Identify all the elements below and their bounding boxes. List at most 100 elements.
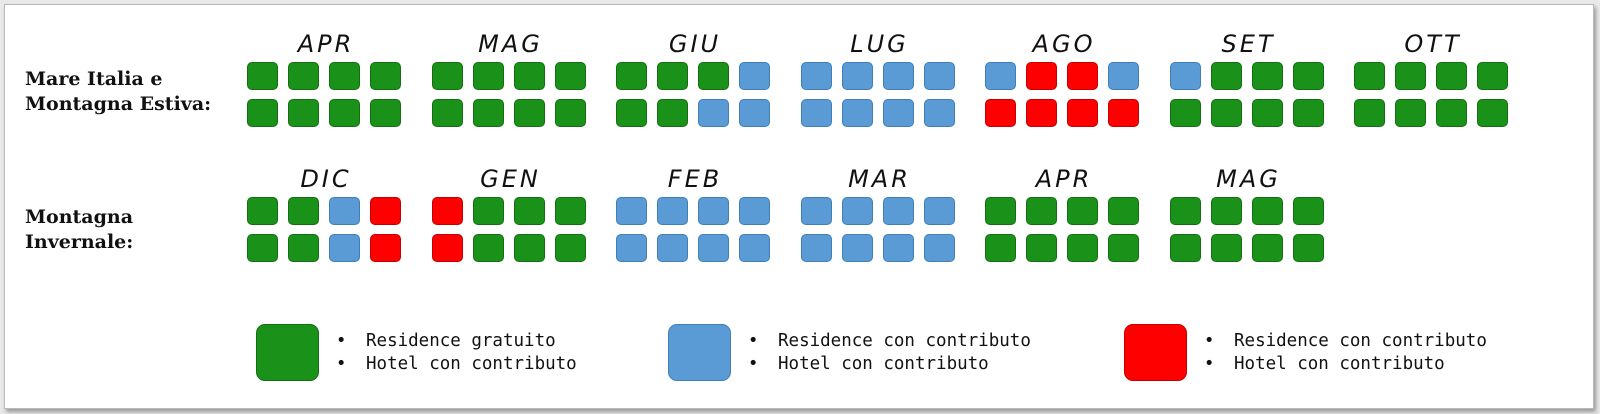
month-apr: APR	[247, 32, 407, 132]
week-cell-green	[1210, 99, 1242, 127]
week-cell-green	[247, 234, 278, 262]
week-cell-green	[554, 197, 586, 225]
week-cell-green	[513, 99, 545, 127]
week-cell-blue	[841, 197, 873, 225]
week-cell-green	[1251, 197, 1283, 225]
week-cell-green	[616, 62, 647, 90]
week-cell-blue	[923, 197, 955, 225]
legend-line: Residence con contributo	[1204, 330, 1487, 353]
week-cell-red	[1026, 62, 1057, 90]
month-label: FEB	[667, 165, 723, 193]
week-cell-green	[247, 62, 278, 90]
legend-text: Residence con contributo Hotel con contr…	[1204, 330, 1487, 376]
week-cell-green	[1067, 197, 1098, 225]
week-cell-green	[247, 99, 278, 127]
month-label: APR	[297, 30, 355, 58]
legend-swatch-blue	[668, 324, 731, 381]
week-cell-green	[1210, 62, 1242, 90]
week-cell-green	[1067, 234, 1098, 262]
week-cell-red	[1026, 99, 1057, 127]
week-cell-green	[1292, 197, 1324, 225]
week-cell-red	[431, 234, 463, 262]
week-cell-green	[1251, 62, 1283, 90]
week-cell-green	[288, 99, 319, 127]
month-label: MAG	[478, 30, 543, 58]
week-cell-green	[1210, 234, 1242, 262]
week-cell-blue	[698, 197, 729, 225]
week-cell-blue	[923, 99, 955, 127]
week-cell-blue	[329, 197, 360, 225]
week-cell-green	[985, 234, 1016, 262]
week-cell-green	[1169, 99, 1201, 127]
row-label-line: Invernale:	[25, 231, 134, 253]
week-cell-green	[431, 99, 463, 127]
week-cell-green	[1251, 99, 1283, 127]
month-lug: LUG	[800, 30, 961, 132]
week-cell-green	[554, 234, 586, 262]
week-cell-green	[1477, 62, 1508, 90]
week-cell-green	[616, 99, 647, 127]
week-cell-blue	[657, 197, 688, 225]
week-cell-green	[370, 62, 401, 90]
calendar-frame: Mare Italia e Montagna Estiva: Montagna …	[4, 4, 1594, 409]
month-ott: OTT	[1354, 32, 1514, 132]
week-cell-blue	[923, 234, 955, 262]
week-cell-green	[1292, 234, 1324, 262]
week-cell-red	[1067, 62, 1098, 90]
legend-text: Residence gratuito Hotel con contributo	[336, 330, 577, 376]
week-cell-blue	[739, 62, 770, 90]
week-cell-green	[1251, 234, 1283, 262]
week-cell-green	[1395, 99, 1426, 127]
week-cell-green	[1026, 197, 1057, 225]
legend-line: Residence gratuito	[336, 330, 577, 353]
week-cell-green	[1108, 234, 1139, 262]
week-cell-green	[698, 62, 729, 90]
week-cell-red	[370, 234, 401, 262]
month-label: AGO	[1032, 30, 1096, 58]
week-cell-red	[431, 197, 463, 225]
month-mar: MAR	[800, 165, 961, 267]
week-cell-blue	[800, 197, 832, 225]
week-cell-green	[329, 62, 360, 90]
month-set: SET	[1169, 30, 1330, 132]
month-apr: APR	[985, 167, 1145, 267]
week-cell-blue	[329, 234, 360, 262]
week-cell-green	[657, 62, 688, 90]
week-cell-green	[1108, 197, 1139, 225]
week-cell-blue	[698, 234, 729, 262]
month-label: GIU	[668, 30, 722, 58]
week-cell-green	[513, 62, 545, 90]
week-cell-green	[1436, 99, 1467, 127]
month-mag: MAG	[431, 30, 592, 132]
week-cell-blue	[923, 62, 955, 90]
week-cell-green	[472, 62, 504, 90]
week-cell-blue	[841, 99, 873, 127]
week-cell-blue	[882, 234, 914, 262]
legend-line: Hotel con contributo	[748, 353, 1031, 376]
month-label: MAR	[848, 165, 911, 193]
month-label: OTT	[1404, 30, 1462, 58]
month-label: DIC	[300, 165, 352, 193]
week-cell-blue	[739, 197, 770, 225]
month-dic: DIC	[247, 167, 407, 267]
week-cell-red	[1067, 99, 1098, 127]
week-cell-blue	[1169, 62, 1201, 90]
week-cell-green	[431, 62, 463, 90]
week-cell-green	[472, 234, 504, 262]
week-cell-blue	[882, 197, 914, 225]
week-cell-green	[247, 197, 278, 225]
week-cell-green	[1292, 99, 1324, 127]
month-gen: GEN	[431, 167, 592, 267]
month-label: SET	[1221, 30, 1276, 58]
week-cell-green	[554, 62, 586, 90]
week-cell-green	[472, 99, 504, 127]
month-ago: AGO	[985, 32, 1145, 132]
week-cell-green	[513, 197, 545, 225]
week-cell-blue	[985, 62, 1016, 90]
week-cell-green	[288, 234, 319, 262]
month-label: LUG	[850, 30, 909, 58]
row-label-line: Montagna Estiva:	[25, 93, 212, 115]
week-cell-green	[1292, 62, 1324, 90]
week-cell-blue	[841, 234, 873, 262]
week-cell-blue	[800, 234, 832, 262]
